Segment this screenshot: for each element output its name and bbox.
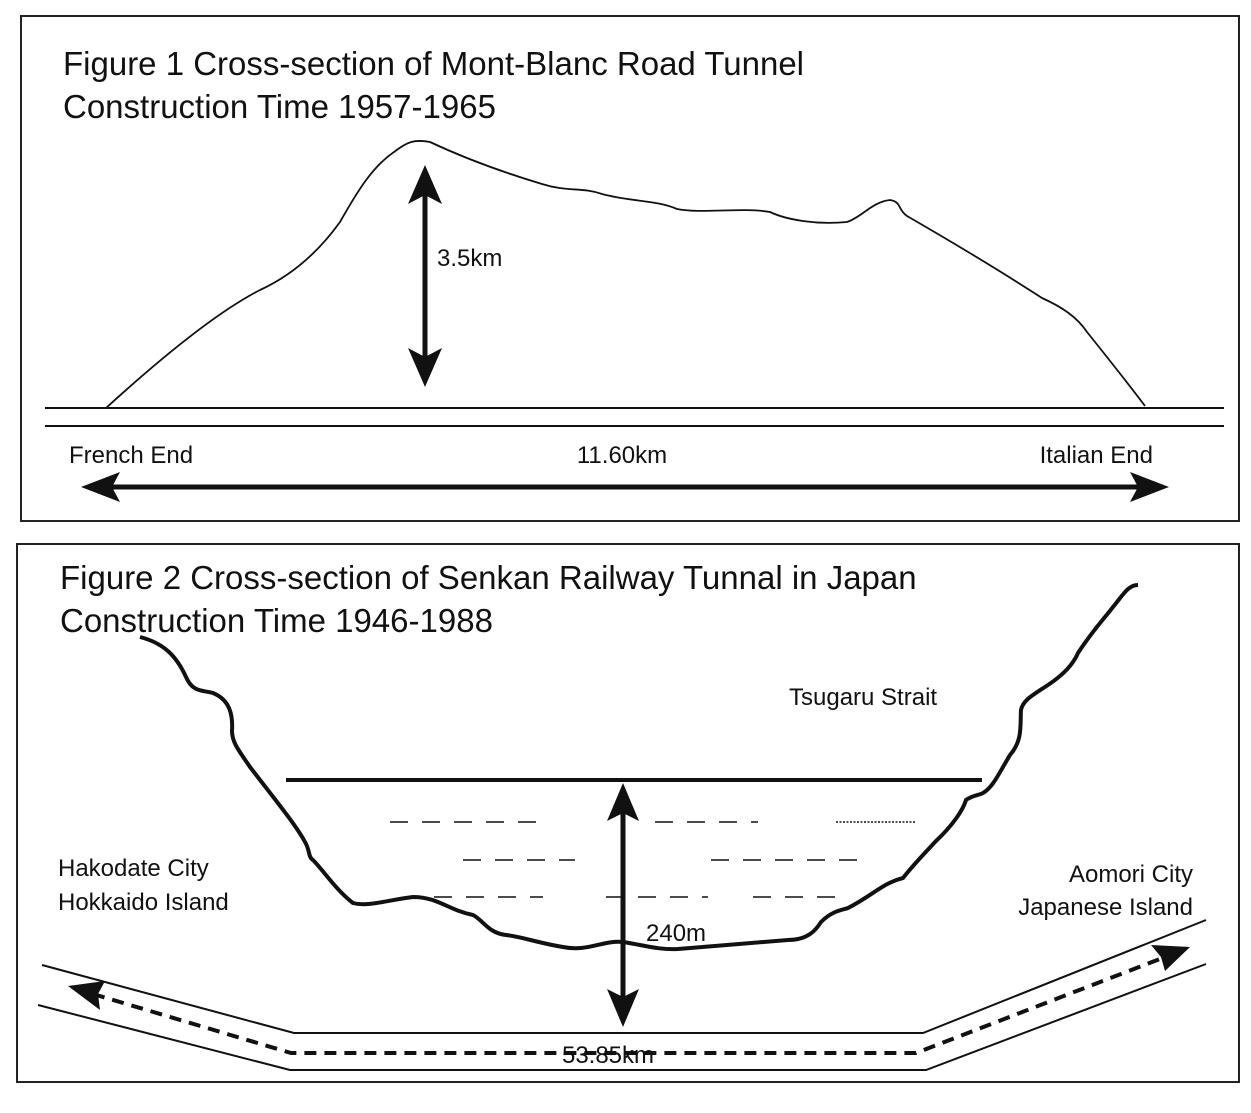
- mont-blanc-diagram: 3.5km French End 11.60km Italian End: [45, 139, 1224, 502]
- route-length-label: 53.85km: [562, 1042, 654, 1069]
- figure-1-title-line2: Construction Time 1957-1965: [63, 88, 496, 125]
- height-arrow-up-head: [408, 165, 442, 204]
- mountain-profile: [105, 139, 1146, 409]
- figure-1-panel: Figure 1 Cross-section of Mont-Blanc Roa…: [20, 15, 1240, 522]
- route-dashed-line: [92, 955, 1166, 1055]
- strait-label: Tsugaru Strait: [789, 684, 937, 711]
- french-end-label: French End: [69, 442, 193, 469]
- depth-arrow-up-head: [607, 783, 639, 821]
- height-arrow-down-head: [408, 348, 442, 387]
- route-arrow-right-head: [1151, 945, 1190, 971]
- depth-label: 240m: [646, 920, 706, 947]
- tunnel-upper-line: [41, 919, 1207, 1034]
- hokkaido-island-label: Hokkaido Island: [58, 889, 229, 916]
- length-label: 11.60km: [577, 442, 667, 469]
- tunnel-lower-line: [37, 963, 1207, 1071]
- figure-1-title: Figure 1 Cross-section of Mont-Blanc Roa…: [63, 42, 804, 128]
- figure-2-title-line1: Figure 2 Cross-section of Senkan Railway…: [60, 559, 917, 596]
- depth-arrow-down-head: [607, 989, 639, 1027]
- senkan-diagram: 240m Tsugaru Strait Hakodate City Hokkai…: [37, 583, 1207, 1071]
- route-arrow-left-head: [68, 981, 105, 1010]
- japanese-island-label: Japanese Island: [1018, 894, 1193, 921]
- strait-outline: [139, 583, 1139, 952]
- italian-end-label: Italian End: [1040, 442, 1153, 469]
- aomori-city-label: Aomori City: [1069, 861, 1193, 888]
- figure-2-title: Figure 2 Cross-section of Senkan Railway…: [60, 556, 917, 642]
- hakodate-city-label: Hakodate City: [58, 855, 209, 882]
- figure-2-panel: 240m Tsugaru Strait Hakodate City Hokkai…: [16, 543, 1240, 1083]
- length-arrow-left-head: [81, 472, 120, 502]
- length-arrow-right-head: [1130, 472, 1169, 502]
- figure-1-title-line1: Figure 1 Cross-section of Mont-Blanc Roa…: [63, 45, 805, 82]
- figure-2-title-line2: Construction Time 1946-1988: [60, 602, 493, 639]
- height-label: 3.5km: [437, 245, 502, 272]
